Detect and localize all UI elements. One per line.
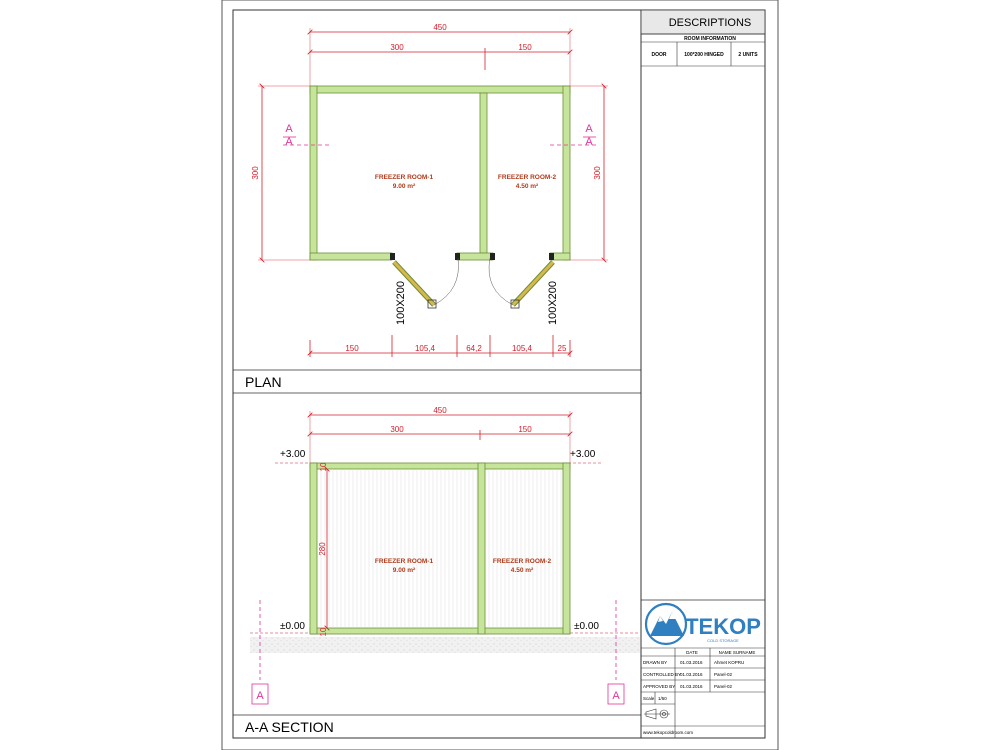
plan-dim-left-height: 300 (251, 166, 260, 180)
svg-text:A: A (256, 690, 264, 702)
tb-footer: www.tekopcoldroom.com (643, 730, 693, 735)
tb-header-name: NAME SURNAME (719, 650, 756, 655)
title-block: TEKOP COLD STORAGE DATE NAME SURNAME DRA… (641, 599, 765, 738)
plan-room2-name: FREEZER ROOM-2 (498, 174, 557, 181)
tb-row3-label: APPROVED BY (643, 684, 675, 689)
section-marker-left: A A (283, 123, 330, 148)
sheet-inner-border (232, 9, 766, 739)
svg-text:A: A (585, 136, 593, 148)
tb-scale-value: 1/50 (658, 696, 667, 701)
door-right (488, 257, 555, 309)
plan-room2-area: 4.50 m² (516, 183, 539, 190)
aa-marker-left: A (251, 600, 269, 705)
tb-row1-label: DRAWN BY (643, 660, 667, 665)
logo-text: TEKOP (685, 614, 761, 639)
plan-room1-area: 9.00 m² (393, 183, 416, 190)
door-size-right: 100X200 (547, 281, 559, 325)
aa-room2-name: FREEZER ROOM-2 (493, 558, 552, 565)
aa-dim-small-top: 10 (319, 462, 328, 471)
aa-room2-area: 4.50 m² (511, 567, 534, 574)
door-label: DOOR (652, 52, 667, 58)
aa-room1-area: 9.00 m² (393, 567, 416, 574)
section-marker-right: A A (550, 123, 596, 148)
plan-view: 450 300 150 300 300 (251, 23, 608, 357)
aa-dim-small-bottom: 10 (319, 627, 328, 636)
plan-dim-right-height: 300 (593, 166, 602, 180)
tb-scale-label: Scale (643, 696, 655, 701)
aa-dim-height: 280 (318, 542, 327, 556)
level-bottom-right: ±0.00 (574, 621, 599, 632)
plan-bottom-dim-5: 25 (558, 344, 567, 353)
svg-text:A: A (285, 123, 293, 135)
plan-bottom-dim-2: 105,4 (415, 344, 436, 353)
door-units: 2 UNITS (738, 52, 758, 58)
door-size-left: 100X200 (395, 281, 407, 325)
panel-lines (320, 469, 562, 628)
aa-room1-name: FREEZER ROOM-1 (375, 558, 434, 565)
descriptions-title: DESCRIPTIONS (669, 17, 752, 29)
projection-symbol-icon (644, 708, 670, 720)
tb-row2-date: 01.03.2016 (680, 672, 703, 677)
svg-text:A: A (612, 690, 620, 702)
plan-dim-left: 300 (390, 43, 404, 52)
plan-room1-name: FREEZER ROOM-1 (375, 174, 434, 181)
plan-bottom-dim-1: 150 (345, 344, 359, 353)
tb-row2-label: CONTROLLED BY (643, 672, 681, 677)
svg-text:A: A (585, 123, 593, 135)
aa-walls (309, 462, 571, 635)
tb-row3-name: Panel-02 (714, 684, 733, 689)
logo-subtitle: COLD STORAGE (707, 638, 739, 643)
level-bottom-left: ±0.00 (280, 621, 305, 632)
aa-marker-right: A (607, 600, 625, 705)
plan-dim-right: 150 (518, 43, 532, 52)
plan-walls (309, 85, 571, 261)
tekop-logo: TEKOP COLD STORAGE (644, 602, 761, 646)
tb-row1-name: Ahmet KOPRU (714, 660, 744, 665)
aa-dim-left: 300 (390, 425, 404, 434)
aa-dim-total: 450 (433, 406, 447, 415)
plan-bottom-dim-3: 64,2 (466, 344, 482, 353)
level-top-left: +3.00 (280, 449, 306, 460)
descriptions-box: DESCRIPTIONS ROOM INFORMATION DOOR 100*2… (640, 9, 766, 67)
aa-section-title: A-A SECTION (245, 719, 334, 735)
plan-dim-total: 450 (433, 23, 447, 32)
door-left (392, 257, 459, 309)
tb-header-date: DATE (686, 650, 698, 655)
aa-dim-right: 150 (518, 425, 532, 434)
plan-section-title: PLAN (245, 374, 282, 390)
ground-strip (250, 637, 640, 653)
door-spec: 100*200 HINGED (684, 52, 724, 58)
aa-section-view: 450 300 150 +3.00 +3.00 ±0.00 ±0.00 280 … (250, 406, 640, 705)
svg-text:A: A (285, 136, 293, 148)
level-top-right: +3.00 (570, 449, 596, 460)
tb-row2-name: Panel-02 (714, 672, 733, 677)
tb-row1-date: 01.03.2016 (680, 660, 703, 665)
plan-bottom-dim-4: 105,4 (512, 344, 533, 353)
room-info-label: ROOM INFORMATION (684, 36, 736, 42)
tb-row3-date: 01.03.2016 (680, 684, 703, 689)
